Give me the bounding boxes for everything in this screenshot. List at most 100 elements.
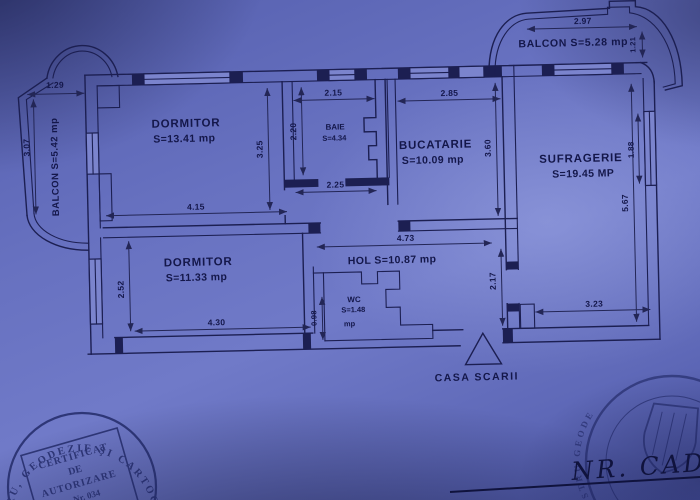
- wall-end-chunk: [398, 220, 411, 232]
- wall-baie-right-step: [363, 78, 378, 179]
- wall-baie-bottom-left: [284, 178, 319, 188]
- dim-line: [492, 82, 502, 216]
- wall-step-dormitor1: [96, 84, 121, 109]
- label-casa-scarii: CASA SCARII: [435, 370, 520, 384]
- dim-line: [535, 306, 651, 316]
- floor-plan: 1.29 3.07 3.25 4.15 2.15 2.20 2.25 2.85 …: [17, 0, 683, 384]
- window-midline: [143, 76, 231, 80]
- wall-bottom-outer-left: [87, 345, 461, 355]
- dim-line: [298, 87, 307, 176]
- balcony-left-arc-bottom-outer: [26, 214, 90, 251]
- window-bucatarie-2: [458, 65, 485, 79]
- wall-end-chunk: [502, 328, 514, 343]
- dim-hol-width: 4.73: [397, 233, 415, 243]
- shield-icon: [643, 402, 700, 474]
- wall-dormitor2-right-a: [301, 232, 306, 335]
- wall-baie-right: [386, 78, 390, 178]
- door-jamb: [507, 303, 520, 312]
- dim-wc-height: 0.98: [309, 310, 318, 326]
- wall-pilaster-left: [98, 173, 113, 222]
- stairs-triangle-icon: [464, 331, 503, 366]
- dim-balcon-left-height: 3.07: [21, 139, 31, 157]
- wall-piers: [131, 62, 624, 86]
- dim-line: [134, 324, 311, 335]
- label-dormitor2: DORMITOR: [164, 256, 233, 270]
- label-wc: WC: [347, 295, 361, 304]
- wall-pier: [448, 66, 460, 78]
- window-midline: [94, 258, 98, 325]
- wall-hol-top-d: [397, 227, 519, 232]
- room-labels: BALCON S=5.42 mp DORMITOR S=13.41 mp BAI…: [49, 36, 628, 384]
- label-bucatarie: BUCATARIE: [399, 138, 472, 152]
- cadastral-number: NR. CAD: 143: [569, 442, 700, 486]
- dim-bucatarie-height: 3.60: [482, 139, 492, 157]
- area-sufragerie: S=19.45 MP: [552, 167, 614, 180]
- wall-wc-left: [322, 272, 326, 342]
- dim-dormitor1-width: 4.15: [187, 202, 205, 212]
- label-baie: BAIE: [325, 122, 345, 131]
- window-midline: [91, 132, 94, 175]
- dim-line: [316, 240, 492, 251]
- wall-hol-top-b: [103, 232, 322, 239]
- stamp-emblem: [643, 402, 700, 474]
- label-sufragerie: SUFRAGERIE: [539, 152, 623, 166]
- wall-pier: [397, 67, 411, 80]
- area-baie: S=4.34: [322, 133, 347, 143]
- area-wc: S=1.48: [341, 305, 365, 315]
- wall-wc-outline: [312, 270, 434, 342]
- stamp-circle: [584, 374, 700, 500]
- wall-baie-bottom-right: [345, 177, 390, 187]
- wall-bottom-outer-right: [502, 338, 661, 344]
- shield-hatch: [652, 411, 663, 455]
- dim-baie-width-top: 2.15: [324, 87, 342, 97]
- dim-line: [125, 241, 134, 332]
- wall-bump-bottomright: [519, 303, 536, 329]
- wall-baie-left: [291, 80, 295, 181]
- interior-walls: [96, 64, 650, 354]
- dim-line: [497, 248, 506, 326]
- stamp-circle: [6, 411, 158, 500]
- wall-bucatarie-left-a: [384, 78, 389, 206]
- area-dormitor1: S=13.41 mp: [153, 132, 215, 145]
- stamp-inner-circle: [605, 395, 700, 500]
- dim-balcon-left-width: 1.29: [46, 80, 64, 90]
- wall-end-chunk: [302, 333, 312, 350]
- wall-pier: [229, 71, 244, 83]
- handwritten-underline: [449, 476, 700, 493]
- balcony-right-outer: [488, 0, 683, 91]
- wall-pier: [611, 62, 624, 75]
- dim-line: [295, 187, 377, 196]
- wall-pier: [131, 73, 145, 86]
- dim-line: [318, 296, 326, 340]
- wall-sufragerie-left-b: [513, 64, 519, 270]
- dim-line: [634, 113, 643, 184]
- stamp-line2: DE: [67, 463, 84, 477]
- balcony-right: [488, 0, 683, 91]
- dim-line: [264, 88, 273, 211]
- stamp-ring-text: ASTRU GEODE: [572, 408, 594, 500]
- dim-line: [106, 208, 288, 219]
- balcony-left-rail-outer: [17, 77, 48, 217]
- windows: [85, 62, 658, 325]
- dim-line: [27, 90, 85, 98]
- window-midline: [553, 68, 613, 71]
- balcony-right-inner: [494, 6, 676, 88]
- wall-hol-top-a: [102, 222, 321, 229]
- dim-hol-height: 2.17: [487, 272, 497, 290]
- dimension-labels: 1.29 3.07 3.25 4.15 2.15 2.20 2.25 2.85 …: [21, 16, 637, 328]
- dim-balcon-right-depth: 1.21: [628, 37, 637, 53]
- label-balcon-right: BALCON S=5.28 mp: [518, 36, 628, 50]
- dim-line: [397, 95, 501, 105]
- area-bucatarie: S=10.09 mp: [402, 154, 464, 167]
- window-midline: [648, 110, 652, 186]
- dim-dormitor2-left: 2.52: [116, 280, 126, 298]
- label-dormitor1: DORMITOR: [151, 117, 220, 131]
- dim-dormitor2-width: 4.30: [208, 317, 226, 327]
- dim-dormitor1-height: 3.25: [254, 140, 264, 158]
- dim-line: [293, 95, 375, 104]
- dim-line: [639, 31, 646, 58]
- dim-sufragerie-window: 1.88: [627, 141, 636, 158]
- dim-baie-width-bottom: 2.25: [326, 179, 344, 189]
